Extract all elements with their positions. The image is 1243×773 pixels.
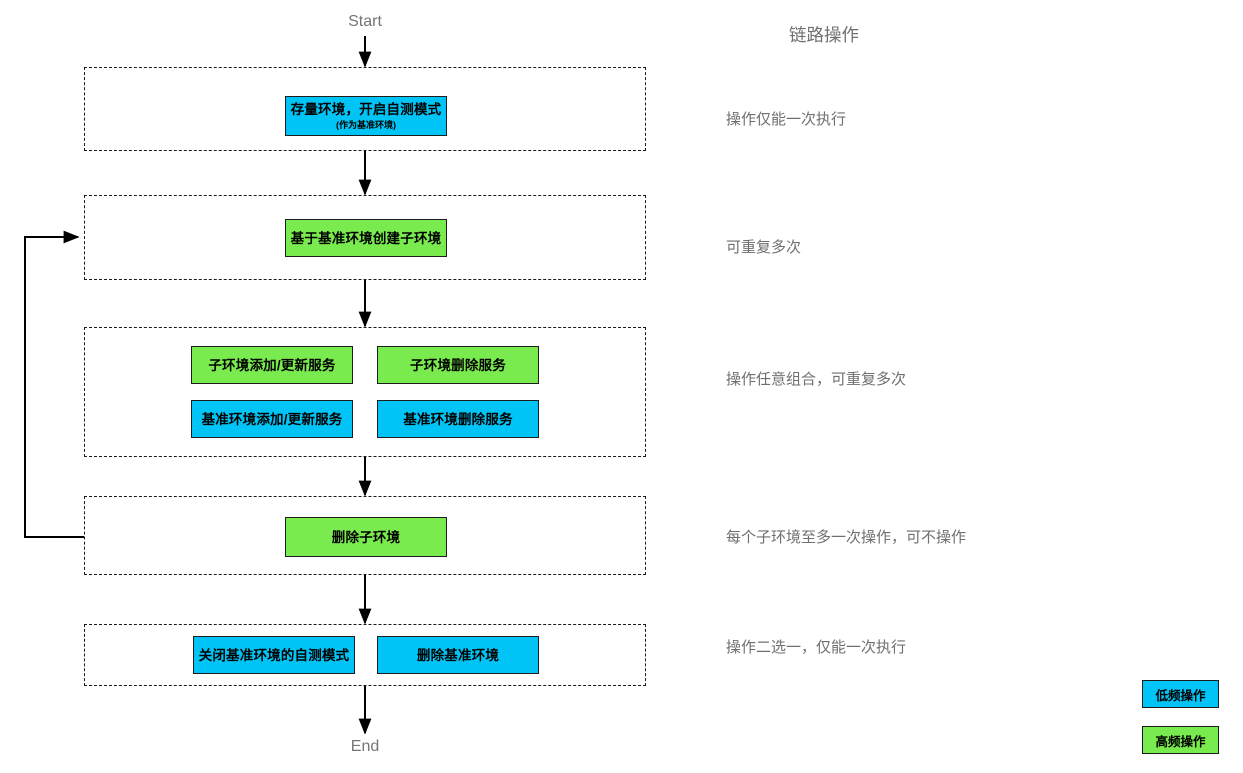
stage-group-3 — [84, 327, 646, 457]
node-label: 子环境添加/更新服务 — [208, 357, 336, 373]
node-delete-child-env[interactable]: 删除子环境 — [285, 517, 447, 557]
node-sublabel: (作为基准环境) — [336, 120, 396, 130]
annotation-stage-1: 操作仅能一次执行 — [726, 111, 847, 128]
annotation-stage-4: 每个子环境至多一次操作，可不操作 — [726, 529, 967, 546]
node-close-baseline-env-self-test-mode[interactable]: 关闭基准环境的自测模式 — [193, 636, 355, 674]
node-label: 子环境删除服务 — [410, 357, 506, 373]
stage-group-5 — [84, 624, 646, 686]
annotation-stage-5: 操作二选一，仅能一次执行 — [726, 639, 907, 656]
node-child-env-add-update-service[interactable]: 子环境添加/更新服务 — [191, 346, 353, 384]
node-existing-env-self-test-mode[interactable]: 存量环境，开启自测模式 (作为基准环境) — [285, 96, 447, 136]
arrow-feedback-loop-stage4-to-stage2 — [24, 230, 84, 538]
legend-label: 高频操作 — [1155, 734, 1206, 749]
node-baseline-env-add-update-service[interactable]: 基准环境添加/更新服务 — [191, 400, 353, 438]
node-delete-baseline-env[interactable]: 删除基准环境 — [377, 636, 539, 674]
node-label: 基于基准环境创建子环境 — [290, 230, 442, 246]
stage-group-2 — [84, 195, 646, 280]
node-child-env-delete-service[interactable]: 子环境删除服务 — [377, 346, 539, 384]
node-label: 删除子环境 — [331, 529, 401, 545]
node-create-child-env-from-baseline[interactable]: 基于基准环境创建子环境 — [285, 219, 447, 257]
legend-label: 低频操作 — [1155, 688, 1206, 703]
node-label: 基准环境添加/更新服务 — [201, 411, 343, 427]
legend-item-high-frequency: 高频操作 — [1142, 726, 1219, 754]
annotation-stage-2: 可重复多次 — [726, 239, 802, 256]
stage-group-4 — [84, 496, 646, 575]
annotation-column-title: 链路操作 — [789, 25, 859, 45]
node-baseline-env-delete-service[interactable]: 基准环境删除服务 — [377, 400, 539, 438]
annotation-stage-3: 操作任意组合，可重复多次 — [726, 371, 907, 388]
end-label: End — [350, 738, 380, 755]
node-label: 关闭基准环境的自测模式 — [198, 647, 350, 663]
start-label: Start — [348, 13, 382, 30]
node-label: 基准环境删除服务 — [403, 411, 513, 427]
node-label: 存量环境，开启自测模式 — [290, 102, 442, 117]
legend-item-low-frequency: 低频操作 — [1142, 680, 1219, 708]
stage-group-1 — [84, 67, 646, 151]
node-label: 删除基准环境 — [416, 647, 500, 663]
